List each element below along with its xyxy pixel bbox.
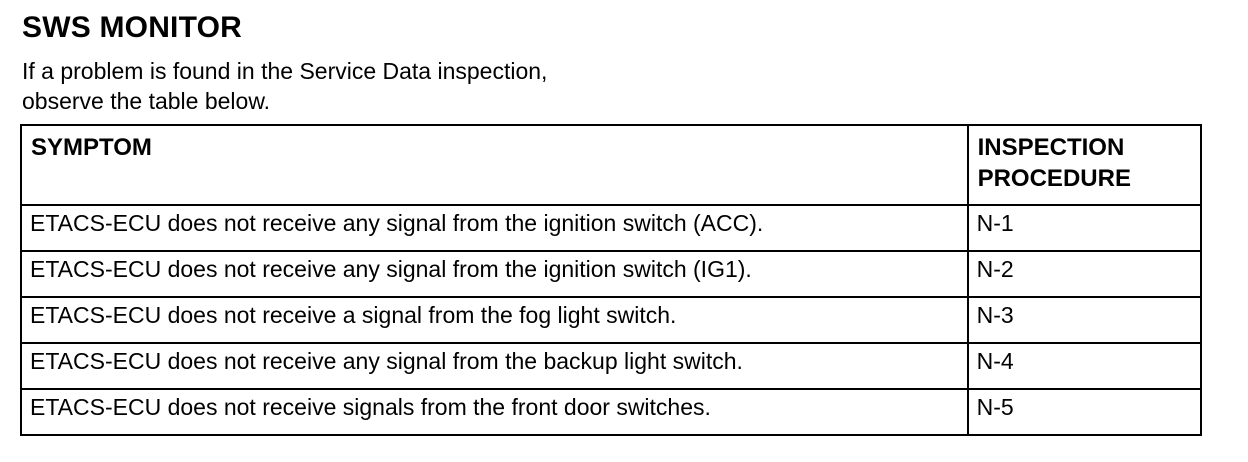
table-row: ETACS-ECU does not receive any signal fr… [20,204,1203,252]
table-row: ETACS-ECU does not receive any signal fr… [20,250,1203,298]
procedure-code: N-3 [976,302,1014,328]
symptom-text: ETACS-ECU does not receive any signal fr… [30,348,743,374]
procedure-cell: N-3 [966,296,1203,344]
column-header-inspection-procedure: INSPECTION PROCEDURE [966,124,1203,206]
symptom-text: ETACS-ECU does not receive signals from … [30,394,711,420]
table-row: ETACS-ECU does not receive signals from … [20,388,1203,436]
procedure-cell: N-5 [966,388,1203,436]
table-row: ETACS-ECU does not receive any signal fr… [20,342,1203,390]
symptom-text: ETACS-ECU does not receive a signal from… [30,302,677,328]
column-header-symptom-line-1: SYMPTOM [31,134,152,161]
intro-paragraph: If a problem is found in the Service Dat… [22,56,547,116]
procedure-cell: N-1 [966,204,1203,252]
symptom-text: ETACS-ECU does not receive any signal fr… [30,210,764,236]
procedure-code: N-4 [976,348,1014,374]
symptom-cell: ETACS-ECU does not receive a signal from… [20,296,969,344]
symptom-text: ETACS-ECU does not receive any signal fr… [30,256,752,282]
sws-monitor-table: SYMPTOM INSPECTION PROCEDURE ETACS-ECU d… [20,124,1203,436]
column-header-procedure-line-2: PROCEDURE [977,165,1131,192]
procedure-cell: N-2 [966,250,1203,298]
symptom-cell: ETACS-ECU does not receive any signal fr… [20,250,969,298]
symptom-cell: ETACS-ECU does not receive any signal fr… [20,342,969,390]
page-title: SWS MONITOR [22,11,242,44]
procedure-code: N-2 [976,256,1014,282]
procedure-code: N-1 [976,210,1014,236]
column-header-symptom: SYMPTOM [20,124,969,206]
intro-line-1: If a problem is found in the Service Dat… [22,58,548,84]
table-header-row: SYMPTOM INSPECTION PROCEDURE [20,124,1203,206]
symptom-cell: ETACS-ECU does not receive signals from … [20,388,969,436]
procedure-code: N-5 [976,394,1014,420]
column-header-procedure-line-1: INSPECTION [977,134,1125,161]
procedure-cell: N-4 [966,342,1203,390]
intro-line-2: observe the table below. [22,88,271,114]
table-row: ETACS-ECU does not receive a signal from… [20,296,1203,344]
symptom-cell: ETACS-ECU does not receive any signal fr… [20,204,969,252]
